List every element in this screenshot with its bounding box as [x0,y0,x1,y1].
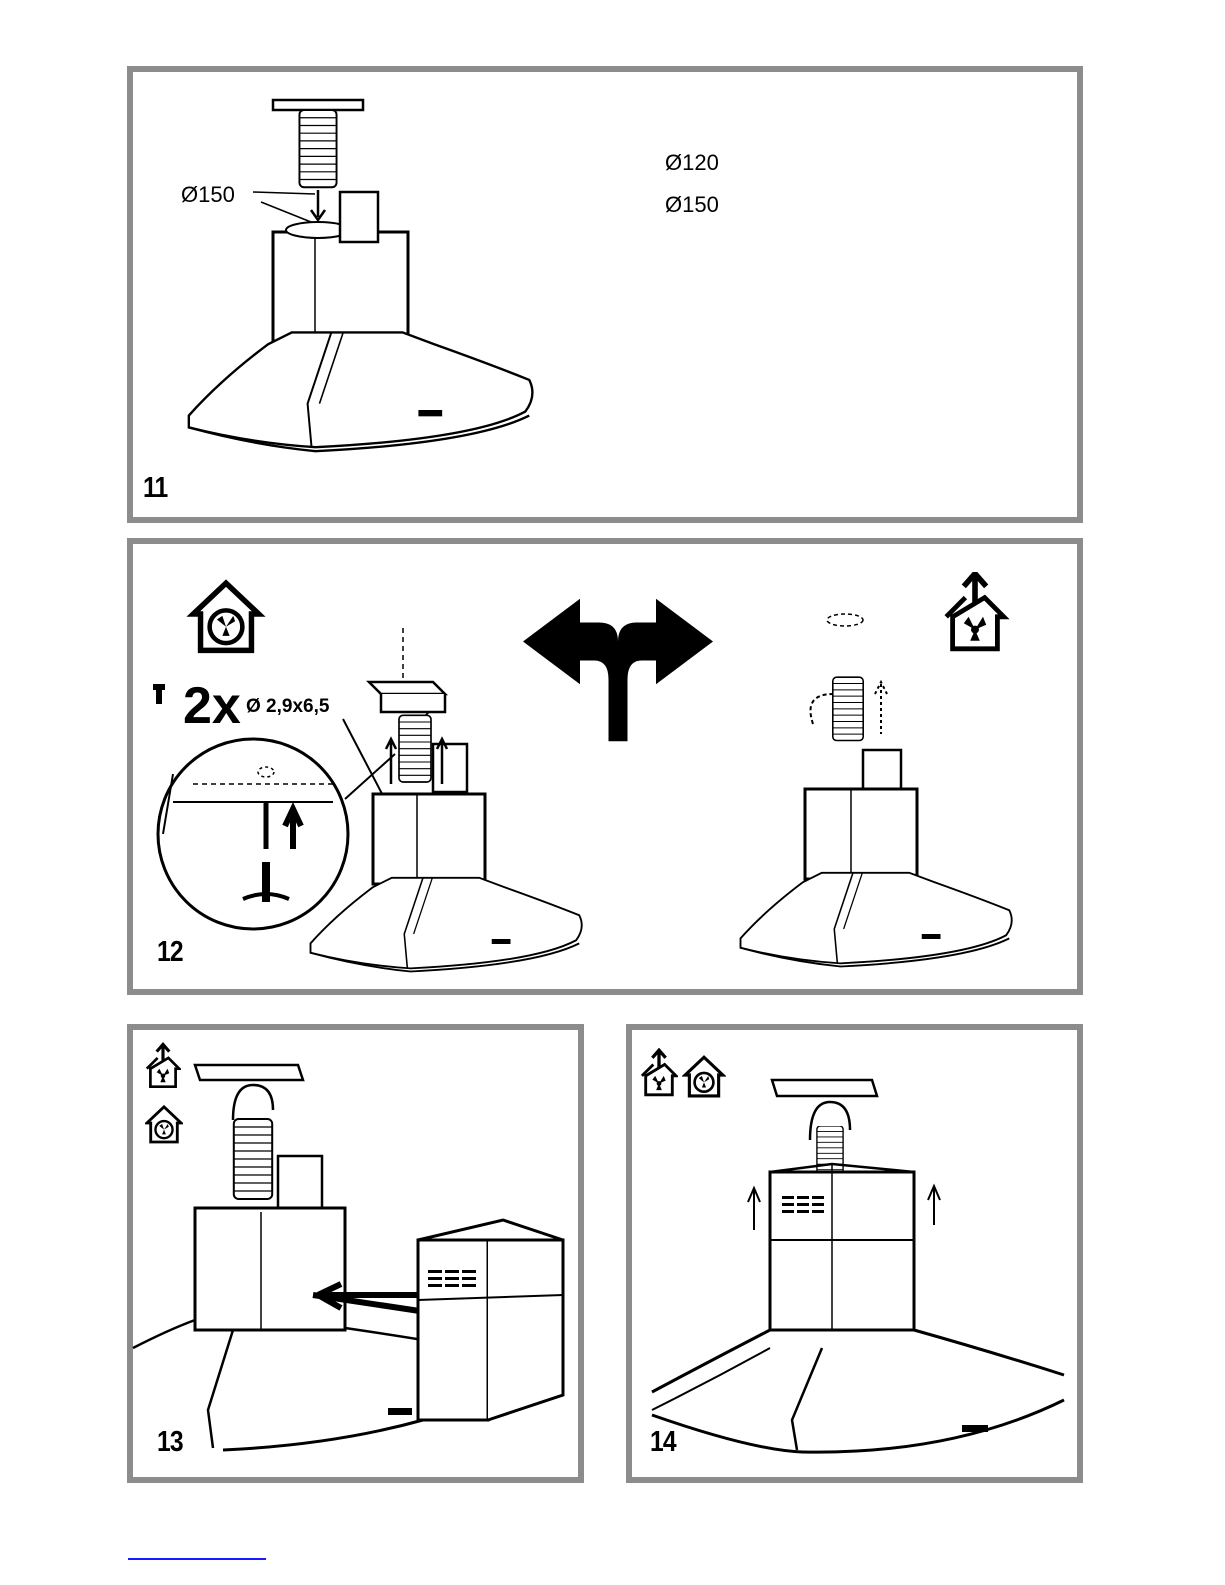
step-11-illustration [133,72,1077,517]
screw-icon [153,684,165,704]
ducted-extraction-icon [147,1044,179,1086]
diameter-label-right-bottom: Ø150 [665,192,719,218]
step-number: 11 [143,472,167,505]
right-hood-drawing [741,614,1012,967]
diameter-label-right-top: Ø120 [665,150,719,176]
left-hood-drawing [133,1065,563,1450]
step-11-panel: Ø150 Ø120 Ø150 11 [127,66,1083,523]
step-number: 12 [157,936,183,969]
step-14-illustration [632,1030,1077,1477]
step-13-illustration [133,1030,578,1477]
diameter-label-left: Ø150 [181,182,235,208]
footer-link-underline [128,1558,266,1560]
step-number: 14 [650,1426,676,1459]
left-hood-drawing [189,100,533,451]
arrow-fork-icon [523,599,713,742]
step-13-panel: 13 [127,1024,584,1483]
screw-quantity: 2x [183,676,241,736]
step-12-illustration [133,544,1077,989]
recirculation-icon [147,1107,181,1142]
step-number: 13 [157,1426,183,1459]
ducted-extraction-icon [642,1050,676,1095]
ducted-extraction-icon [946,574,1004,649]
recirculation-icon [685,1057,723,1096]
step-12-panel: 2x Ø 2,9x6,5 12 [127,538,1083,995]
screw-size: Ø 2,9x6,5 [246,696,329,718]
recirculation-icon [193,583,258,650]
hood-drawing [652,1080,1064,1452]
step-14-panel: 14 [626,1024,1083,1483]
screw-detail-circle [158,739,348,929]
